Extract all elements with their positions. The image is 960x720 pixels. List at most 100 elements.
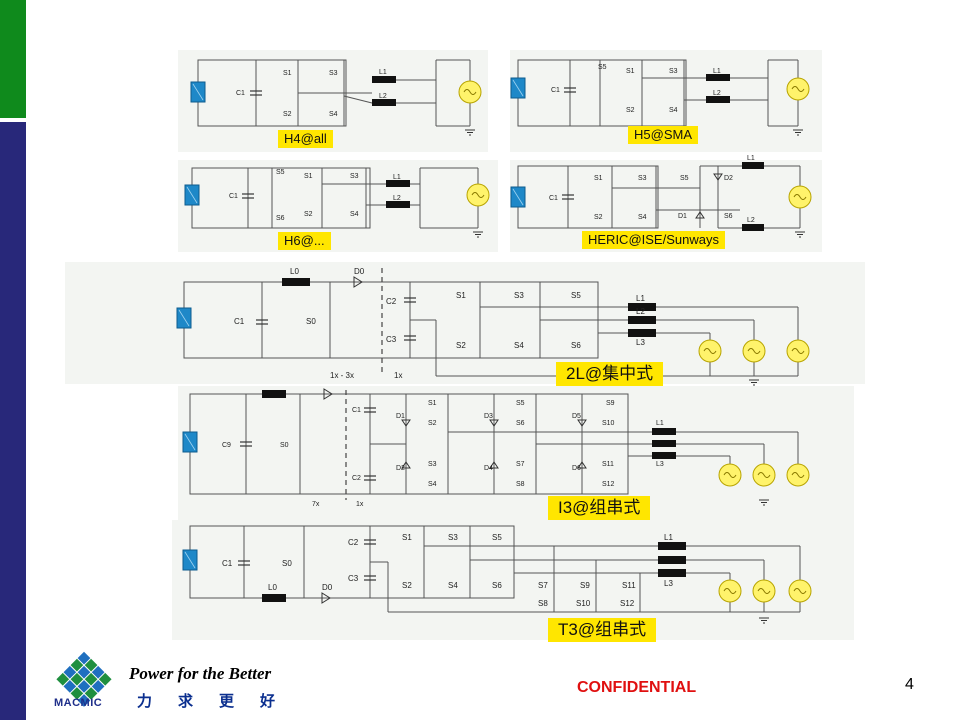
heric-s3-label: S3: [638, 175, 647, 182]
h5-s5-label: S5: [598, 64, 607, 71]
accent-bar-navy: [0, 122, 26, 720]
i3-c9-label: C9: [222, 442, 231, 449]
i3-s6-label: S6: [516, 420, 525, 427]
t3-s12-label: S12: [620, 599, 635, 608]
h4-l2-label: L2: [379, 93, 387, 100]
heric-s6-label: S6: [724, 213, 733, 220]
heric-s2-label: S2: [594, 214, 603, 221]
t3-c1-label: C1: [222, 559, 233, 568]
h4-topology-label: H4@all: [278, 130, 333, 148]
2l-s0-label: S0: [306, 317, 316, 326]
heric-circuit: [517, 165, 801, 229]
t3-s5-label: S5: [492, 533, 502, 542]
t3-s8-label: S8: [538, 599, 548, 608]
2l-d0-label: D0: [354, 267, 365, 276]
h6-l1-label: L1: [393, 174, 401, 181]
2l-l3-label: L3: [636, 338, 645, 347]
t3-l1-label: L1: [664, 533, 673, 542]
t3-topology-label: T3@组串式: [548, 618, 657, 642]
heric-s4-label: S4: [638, 214, 647, 221]
2l-c1-label: C1: [234, 317, 245, 326]
i3-s5-label: S5: [516, 400, 525, 407]
i3-d1-label: D1: [396, 413, 405, 420]
confidential-notice: CONFIDENTIAL: [577, 679, 697, 696]
two-level-topology-label: 2L@集中式: [556, 362, 664, 386]
i3-l1-label: L1: [656, 420, 664, 427]
h4-s3-label: S3: [329, 70, 338, 77]
i3-s2-label: S2: [428, 420, 437, 427]
heric-d1-label: D1: [678, 213, 687, 220]
i3-s1-label: S1: [428, 400, 437, 407]
t3-circuit: [189, 525, 801, 613]
t3-s2-label: S2: [402, 581, 412, 590]
page-number: 4: [905, 676, 914, 693]
i3-d4-label: D4: [484, 465, 493, 472]
h6-circuit: [191, 167, 479, 229]
2l-s6-label: S6: [571, 341, 581, 350]
t3-s10-label: S10: [576, 599, 591, 608]
i3-d2-label: D2: [396, 465, 405, 472]
h5-topology-label: H5@SMA: [628, 126, 698, 144]
i3-s4-label: S4: [428, 481, 437, 488]
h5-s3-label: S3: [669, 68, 678, 75]
2l-c3-label: C3: [386, 335, 397, 344]
heric-l2-label: L2: [747, 217, 755, 224]
h6-s4-label: S4: [350, 211, 359, 218]
i3-s3-label: S3: [428, 461, 437, 468]
heric-topology-label: HERIC@ISE/Sunways: [582, 231, 725, 249]
t3-d0-label: D0: [322, 583, 333, 592]
accent-bar-green: [0, 0, 26, 118]
heric-c1-label: C1: [549, 195, 558, 202]
2l-ratio-left-label: 1x - 3x: [330, 371, 354, 380]
i3-d3-label: D3: [484, 413, 493, 420]
t3-s11-label: S11: [622, 581, 636, 590]
two-level-circuit: [183, 281, 799, 377]
2l-s2-label: S2: [456, 341, 466, 350]
t3-s3-label: S3: [448, 533, 458, 542]
t3-c3-label: C3: [348, 574, 359, 583]
h6-topology-label: H6@...: [278, 232, 331, 250]
i3-panel: [178, 386, 854, 520]
i3-s10-label: S10: [602, 420, 615, 427]
i3-s11-label: S11: [602, 461, 614, 468]
i3-s9-label: S9: [606, 400, 615, 407]
i3-d5-label: D5: [572, 413, 581, 420]
t3-s0-label: S0: [282, 559, 292, 568]
i3-c1-label: C1: [352, 407, 361, 414]
heric-l1-label: L1: [747, 155, 755, 162]
i3-circuit: [189, 393, 799, 495]
2l-s3-label: S3: [514, 291, 524, 300]
h6-s6-label: S6: [276, 215, 285, 222]
t3-panel: [172, 520, 854, 640]
h5-s4-label: S4: [669, 107, 678, 114]
i3-ratio-right-label: 1x: [356, 501, 364, 508]
heric-s1-label: S1: [594, 175, 603, 182]
h6-s3-label: S3: [350, 173, 359, 180]
h5-s1-label: S1: [626, 68, 635, 75]
h5-l2-label: L2: [713, 90, 721, 97]
macmic-logo-icon: [56, 651, 112, 707]
2l-l0-label: L0: [290, 267, 299, 276]
i3-l3-label: L3: [656, 461, 664, 468]
heric-s5-label: S5: [680, 175, 689, 182]
i3-ratio-left-label: 7x: [312, 501, 320, 508]
h4-c1-label: C1: [236, 90, 245, 97]
slogan-english: Power for the Better: [129, 664, 272, 683]
h6-c1-label: C1: [229, 193, 238, 200]
h5-c1-label: C1: [551, 87, 560, 94]
h5-l1-label: L1: [713, 68, 721, 75]
h4-s4-label: S4: [329, 111, 338, 118]
i3-d6-label: D6: [572, 465, 581, 472]
2l-s1-label: S1: [456, 291, 466, 300]
i3-s7-label: S7: [516, 461, 525, 468]
h6-l2-label: L2: [393, 195, 401, 202]
h6-s5-label: S5: [276, 169, 285, 176]
heric-d2-label: D2: [724, 175, 733, 182]
i3-s0-label: S0: [280, 442, 289, 449]
t3-s7-label: S7: [538, 581, 548, 590]
2l-l1-label: L1: [636, 294, 645, 303]
brand-name: MACMIC: [54, 697, 103, 709]
h4-l1-label: L1: [379, 69, 387, 76]
h4-s1-label: S1: [283, 70, 292, 77]
